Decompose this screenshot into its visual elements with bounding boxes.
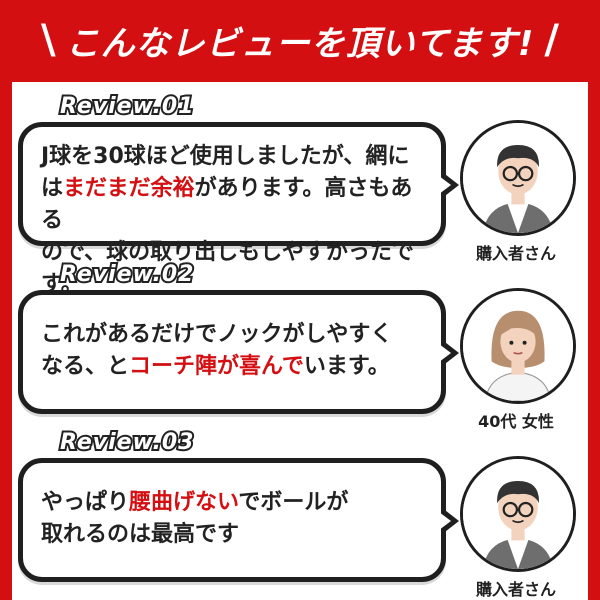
review-line: 取れるのは最高です [41,519,429,551]
review-segment: やっぱり [41,490,130,515]
review-line: J球を30球ほど使用しましたが、網に [41,141,429,173]
review-segment: は [41,176,64,201]
highlight-text: 腰曲げない [129,490,239,515]
review-line: なる、とコーチ陣が喜んでいます。 [41,351,429,383]
review-segment: います。 [303,354,390,379]
reviews-panel: Review.01 J球を30球ほど使用しましたが、網にはまだまだ余裕があります… [12,82,588,600]
review-line: ので、球の取り出しもしやすかったです。 [41,237,429,301]
review-text: これがあるだけでノックがしやすくなる、とコーチ陣が喜んでいます。 [41,319,429,383]
review-segment: があります。高さもある [41,176,413,233]
review-segment: これがあるだけでノックがしやすく [41,322,393,347]
review-text: J球を30球ほど使用しましたが、網にはまだまだ余裕があります。高さもあるので、球… [41,141,429,301]
review-segment: でボールが [238,490,349,515]
review-line: これがあるだけでノックがしやすく [41,319,429,351]
man-glasses-avatar-icon [460,456,576,572]
page-title: こんなレビューを頂いてます! [65,23,535,64]
header-banner: \ こんなレビューを頂いてます! / [0,0,600,80]
reviewer-label: 購入者さん [475,580,556,599]
reviewer-label: 40代 女性 [478,412,554,431]
woman-avatar-icon [460,288,576,404]
right-slash-decoration: / [544,17,559,63]
review-card-2: Review.02 これがあるだけでノックがしやすくなる、とコーチ陣が喜んでいま… [12,260,588,432]
highlight-text: コーチ陣が喜んで [129,354,304,379]
review-line: やっぱり腰曲げないでボールが [41,487,429,519]
man-glasses-avatar-icon [460,120,576,236]
review-tag: Review.01 [58,92,195,121]
reviewer-label: 購入者さん [475,244,556,263]
review-tag: Review.02 [58,260,195,289]
speech-bubble: J球を30球ほど使用しましたが、網にはまだまだ余裕があります。高さもあるので、球… [18,122,459,297]
highlight-text: まだまだ余裕 [63,176,195,201]
review-card-3: Review.03 やっぱり腰曲げないでボールが取れるのは最高です [12,428,588,600]
review-text: やっぱり腰曲げないでボールが取れるのは最高です [41,487,429,551]
review-card-1: Review.01 J球を30球ほど使用しましたが、網にはまだまだ余裕があります… [12,92,588,297]
review-segment: なる、と [41,354,130,379]
review-segment: J球を30球ほど使用しましたが、網に [41,144,410,169]
left-slash-decoration: \ [40,17,56,63]
speech-bubble: やっぱり腰曲げないでボールが取れるのは最高です [18,458,459,582]
speech-bubble: これがあるだけでノックがしやすくなる、とコーチ陣が喜んでいます。 [18,290,459,414]
review-segment: ので、球の取り出しもしやすかったです。 [41,240,414,297]
review-segment: 取れるのは最高です [41,522,240,547]
review-tag: Review.03 [58,428,195,457]
review-line: はまだまだ余裕があります。高さもある [41,173,429,237]
